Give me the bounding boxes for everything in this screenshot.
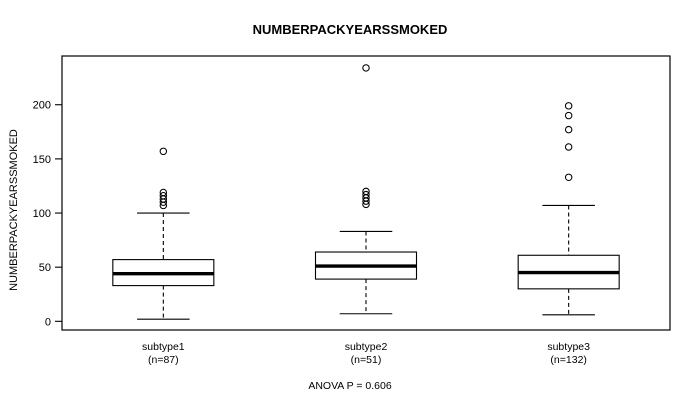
box-group [112, 147, 215, 320]
box-group [517, 102, 620, 316]
y-tick-label: 50 [39, 262, 51, 274]
outlier-point [564, 102, 573, 110]
chart-title: NUMBERPACKYEARSSMOKED [253, 22, 448, 37]
x-category-label: subtype2 [345, 341, 388, 353]
y-tick-label: 100 [33, 208, 51, 220]
outlier-point [362, 200, 370, 209]
outlier-point [564, 143, 573, 151]
plot-frame [61, 55, 671, 331]
x-category-count: (n=51) [351, 354, 382, 366]
outlier-point [564, 111, 573, 120]
x-category-count: (n=132) [550, 354, 586, 366]
x-category-count: (n=87) [148, 354, 179, 366]
box-series [112, 64, 620, 320]
x-axis: subtype1(n=87) subtype2(n=51) subtype3(n=1… [142, 341, 590, 366]
outlier-point [564, 173, 573, 182]
box-group [314, 64, 418, 315]
x-category-label: subtype1 [142, 341, 185, 353]
outlier-point [362, 64, 370, 72]
outlier-point [159, 201, 168, 210]
y-axis-title: NUMBERPACKYEARSSMOKED [8, 129, 20, 291]
anova-footnote: ANOVA P = 0.606 [308, 380, 392, 392]
outlier-point [159, 147, 168, 156]
outlier-point [159, 198, 168, 206]
y-axis: 0 50 100 150 200 [33, 100, 62, 328]
x-category-label: subtype3 [547, 341, 590, 353]
y-tick-label: 150 [33, 154, 51, 166]
y-tick-label: 200 [33, 100, 51, 112]
outlier-point [564, 125, 573, 134]
outlier-point [362, 197, 370, 205]
y-tick-label: 0 [45, 316, 51, 328]
